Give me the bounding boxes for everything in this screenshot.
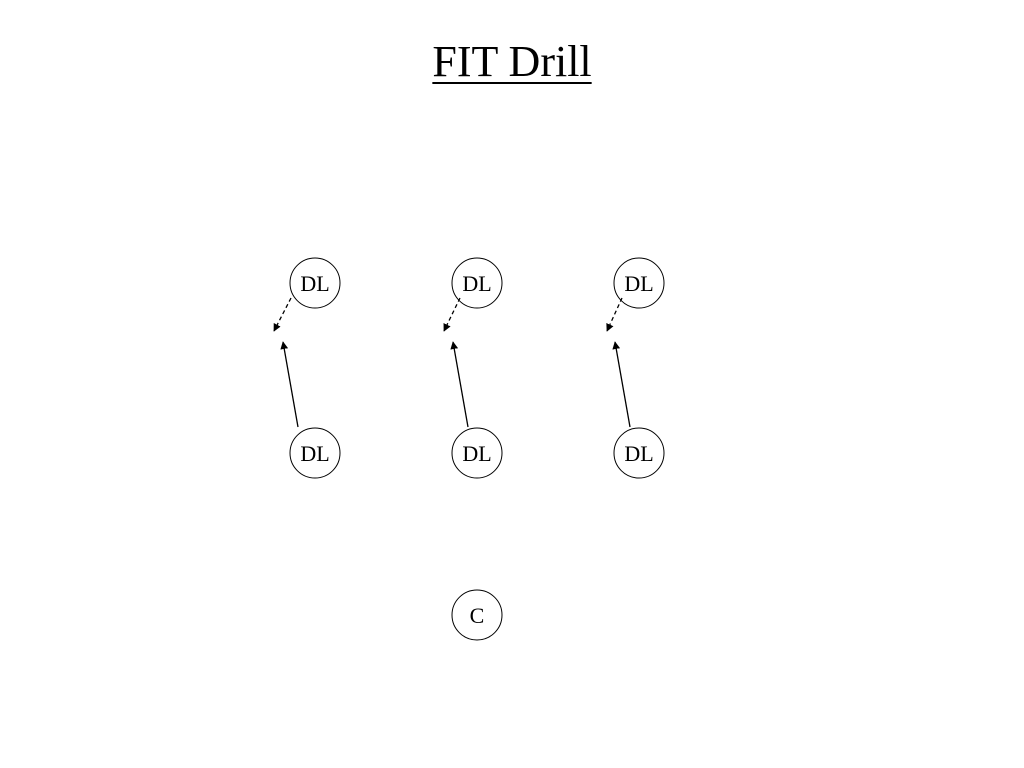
player-back-right: DL [613, 427, 665, 479]
player-back-left: DL [289, 427, 341, 479]
dashed-arrow-middle [443, 297, 461, 332]
coach: C [451, 589, 503, 641]
player-front-right: DL [613, 257, 665, 309]
coach-label: C [470, 603, 485, 628]
player-front-left: DL [289, 257, 341, 309]
slide-title: FIT Drill [432, 37, 592, 86]
player-label: DL [300, 441, 329, 466]
solid-arrow-left [280, 341, 299, 428]
solid-arrow-right [612, 341, 631, 428]
dashed-arrow-right [606, 297, 623, 332]
player-label: DL [624, 271, 653, 296]
solid-arrow-middle [450, 341, 469, 428]
player-label: DL [462, 441, 491, 466]
player-label: DL [624, 441, 653, 466]
player-back-middle: DL [451, 427, 503, 479]
player-front-middle: DL [451, 257, 503, 309]
player-label: DL [462, 271, 491, 296]
dashed-arrow-left [273, 297, 292, 332]
player-label: DL [300, 271, 329, 296]
